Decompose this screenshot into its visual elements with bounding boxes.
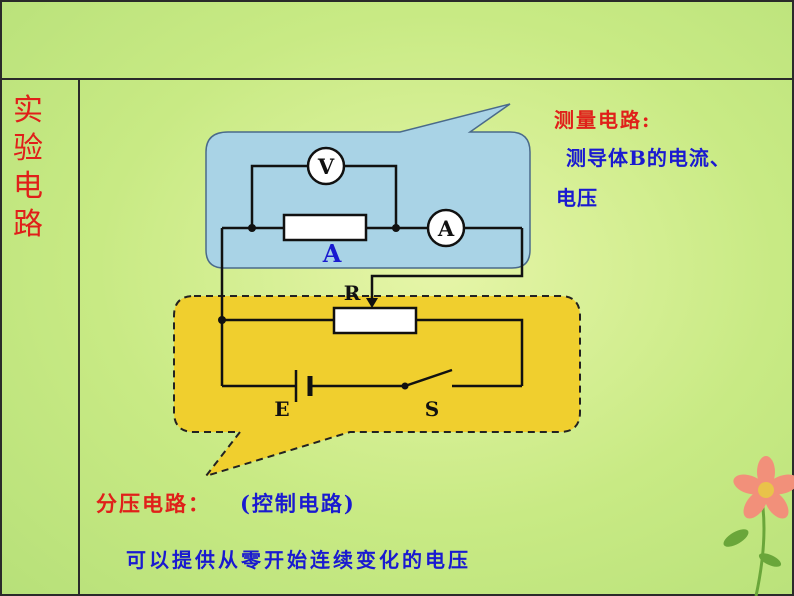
rheostat-label: R bbox=[344, 281, 361, 305]
voltmeter bbox=[306, 146, 346, 186]
junction-dot bbox=[392, 224, 400, 232]
junction-dot bbox=[248, 224, 256, 232]
switch-blade bbox=[404, 368, 453, 388]
junction-dot bbox=[218, 316, 226, 324]
side-title: 实 验 电 路 bbox=[8, 92, 48, 244]
flower-decoration bbox=[723, 456, 794, 596]
measure-circuit-desc-line2: 电压 bbox=[556, 186, 598, 210]
measure-circuit-title: 测量电路: bbox=[554, 108, 652, 132]
battery-label: E bbox=[274, 397, 289, 421]
rheostat bbox=[332, 306, 418, 335]
voltmeter-label: V bbox=[317, 154, 335, 179]
side-title-char: 实 bbox=[13, 93, 43, 128]
side-title-char: 路 bbox=[13, 207, 43, 242]
divider-circuit-paren: (控制电路) bbox=[240, 491, 356, 516]
side-title-char: 电 bbox=[13, 169, 43, 204]
side-title-char: 验 bbox=[13, 131, 43, 166]
ammeter bbox=[426, 208, 466, 248]
rheostat-arrow bbox=[366, 298, 378, 308]
resistor-a bbox=[282, 213, 368, 242]
measure-circuit-desc-line1: 测导体B的电流、 bbox=[566, 146, 731, 170]
switch-label: S bbox=[425, 397, 439, 421]
measure-callout bbox=[205, 103, 531, 269]
ammeter-label: A bbox=[437, 216, 455, 241]
divider-circuit-desc: 可以提供从零开始连续变化的电压 bbox=[126, 548, 471, 572]
divider-circuit-title: 分压电路： bbox=[96, 491, 211, 516]
resistor-a-label: A bbox=[322, 239, 342, 268]
